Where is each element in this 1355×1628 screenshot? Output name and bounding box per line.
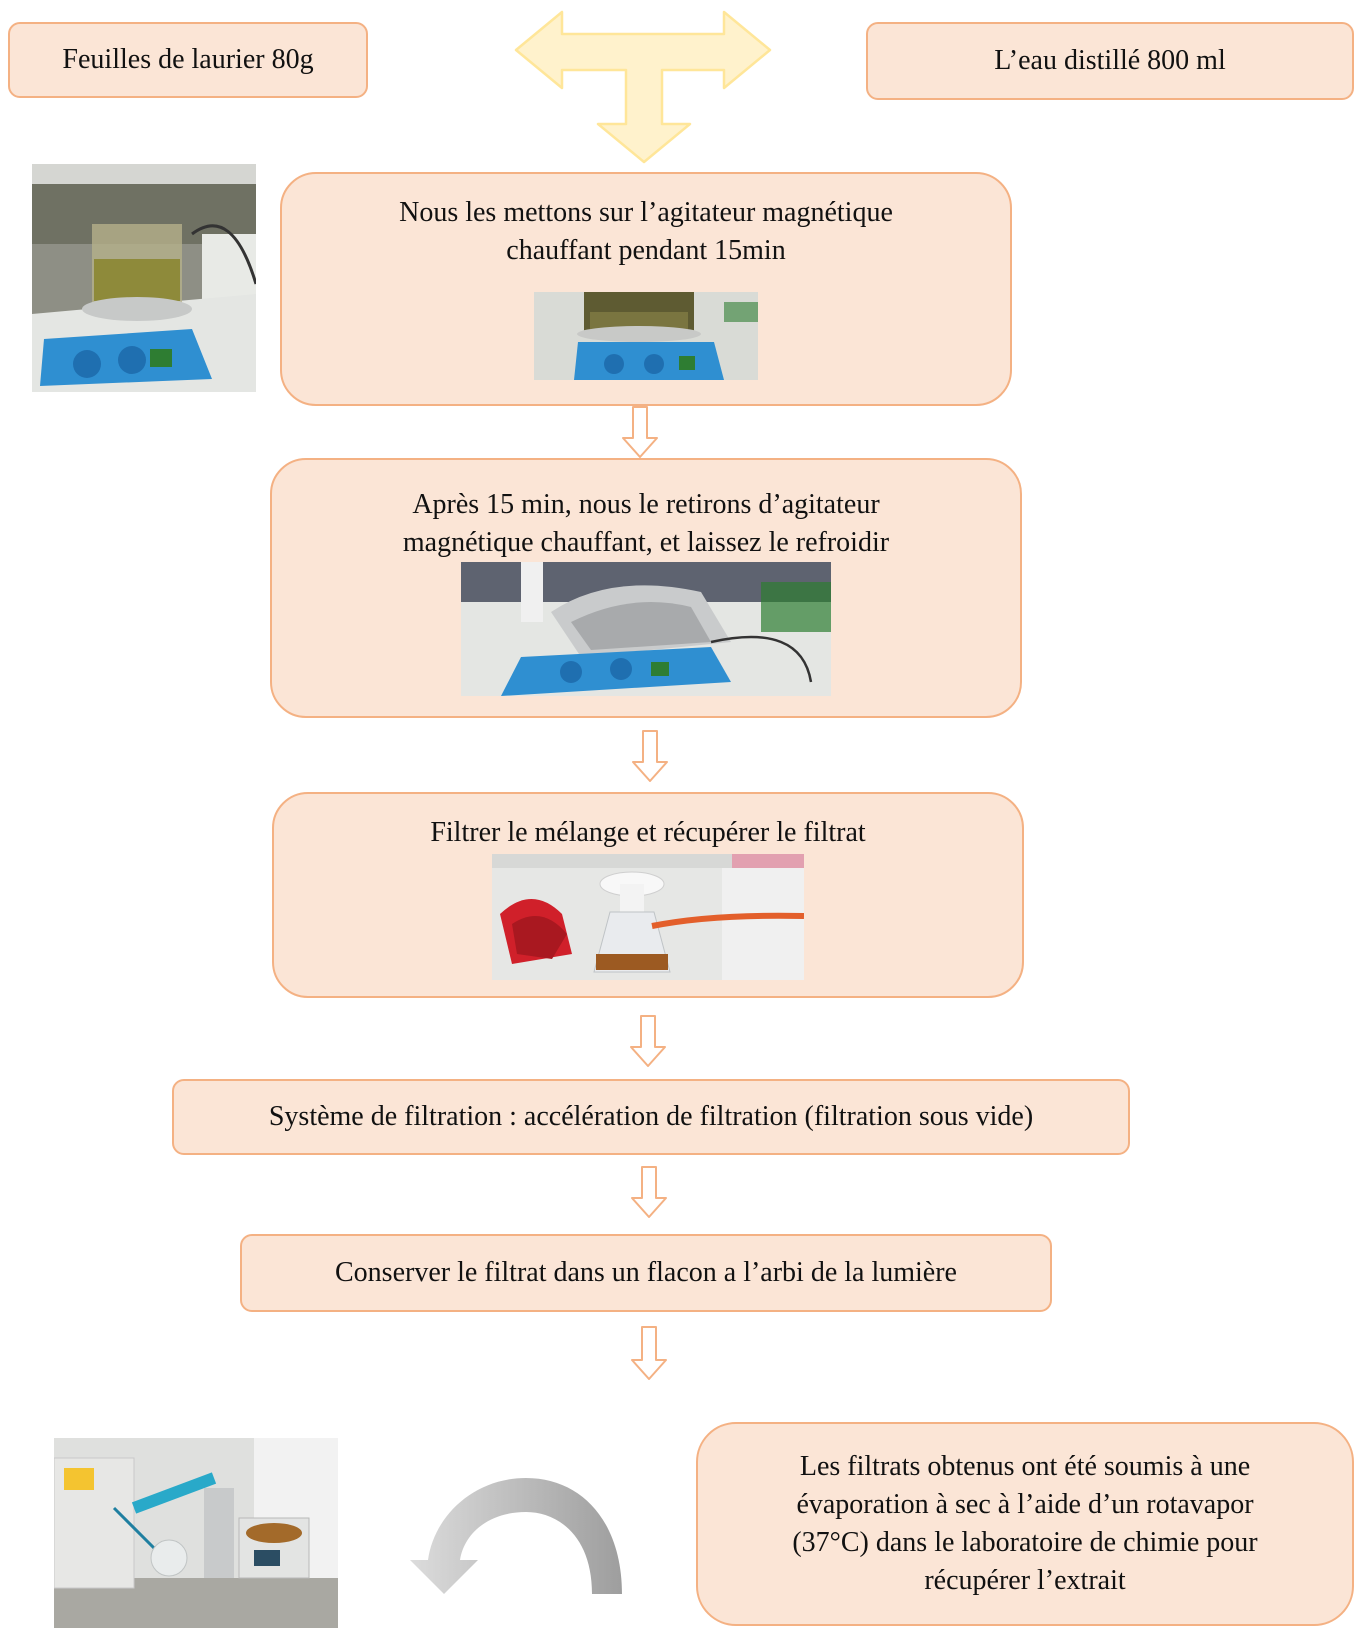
step-1-text: Nous les mettons sur l’agitateur magnéti…: [399, 197, 893, 266]
step-2-box: Après 15 min, nous le retirons d’agitate…: [270, 458, 1022, 718]
ingredient-laurier-label: Feuilles de laurier 80g: [62, 44, 314, 75]
step-3-text: Filtrer le mélange et récupérer le filtr…: [430, 817, 866, 848]
step-5-text: Conserver le filtrat dans un flacon a l’…: [335, 1257, 957, 1288]
rotavapor-photo: [54, 1438, 338, 1628]
ingredient-water-box: L’eau distillé 800 ml: [866, 22, 1354, 100]
step-1-box: Nous les mettons sur l’agitateur magnéti…: [280, 172, 1012, 406]
step-4-text: Système de filtration : accélération de …: [268, 1101, 1034, 1132]
step-1-photo: [534, 292, 758, 380]
step-2-photo: [461, 562, 831, 696]
down-arrow-icon: [621, 406, 659, 458]
step-6-text: Les filtrats obtenus ont été soumis à un…: [792, 1451, 1258, 1596]
step-3-photo: [492, 854, 804, 980]
down-arrow-icon: [631, 730, 669, 782]
hotplate-side-photo: [32, 164, 256, 392]
ingredient-laurier-box: Feuilles de laurier 80g: [8, 22, 368, 98]
step-2-text: Après 15 min, nous le retirons d’agitate…: [402, 489, 890, 558]
ingredient-water-label: L’eau distillé 800 ml: [994, 45, 1226, 76]
step-4-box: Système de filtration : accélération de …: [172, 1079, 1130, 1155]
t-junction-arrow-icon: [514, 6, 774, 166]
down-arrow-icon: [630, 1166, 668, 1218]
step-5-box: Conserver le filtrat dans un flacon a l’…: [240, 1234, 1052, 1312]
step-6-box: Les filtrats obtenus ont été soumis à un…: [696, 1422, 1354, 1626]
down-arrow-icon: [629, 1015, 667, 1067]
curved-arrow-icon: [408, 1476, 626, 1596]
step-3-box: Filtrer le mélange et récupérer le filtr…: [272, 792, 1024, 998]
down-arrow-icon: [630, 1326, 668, 1380]
